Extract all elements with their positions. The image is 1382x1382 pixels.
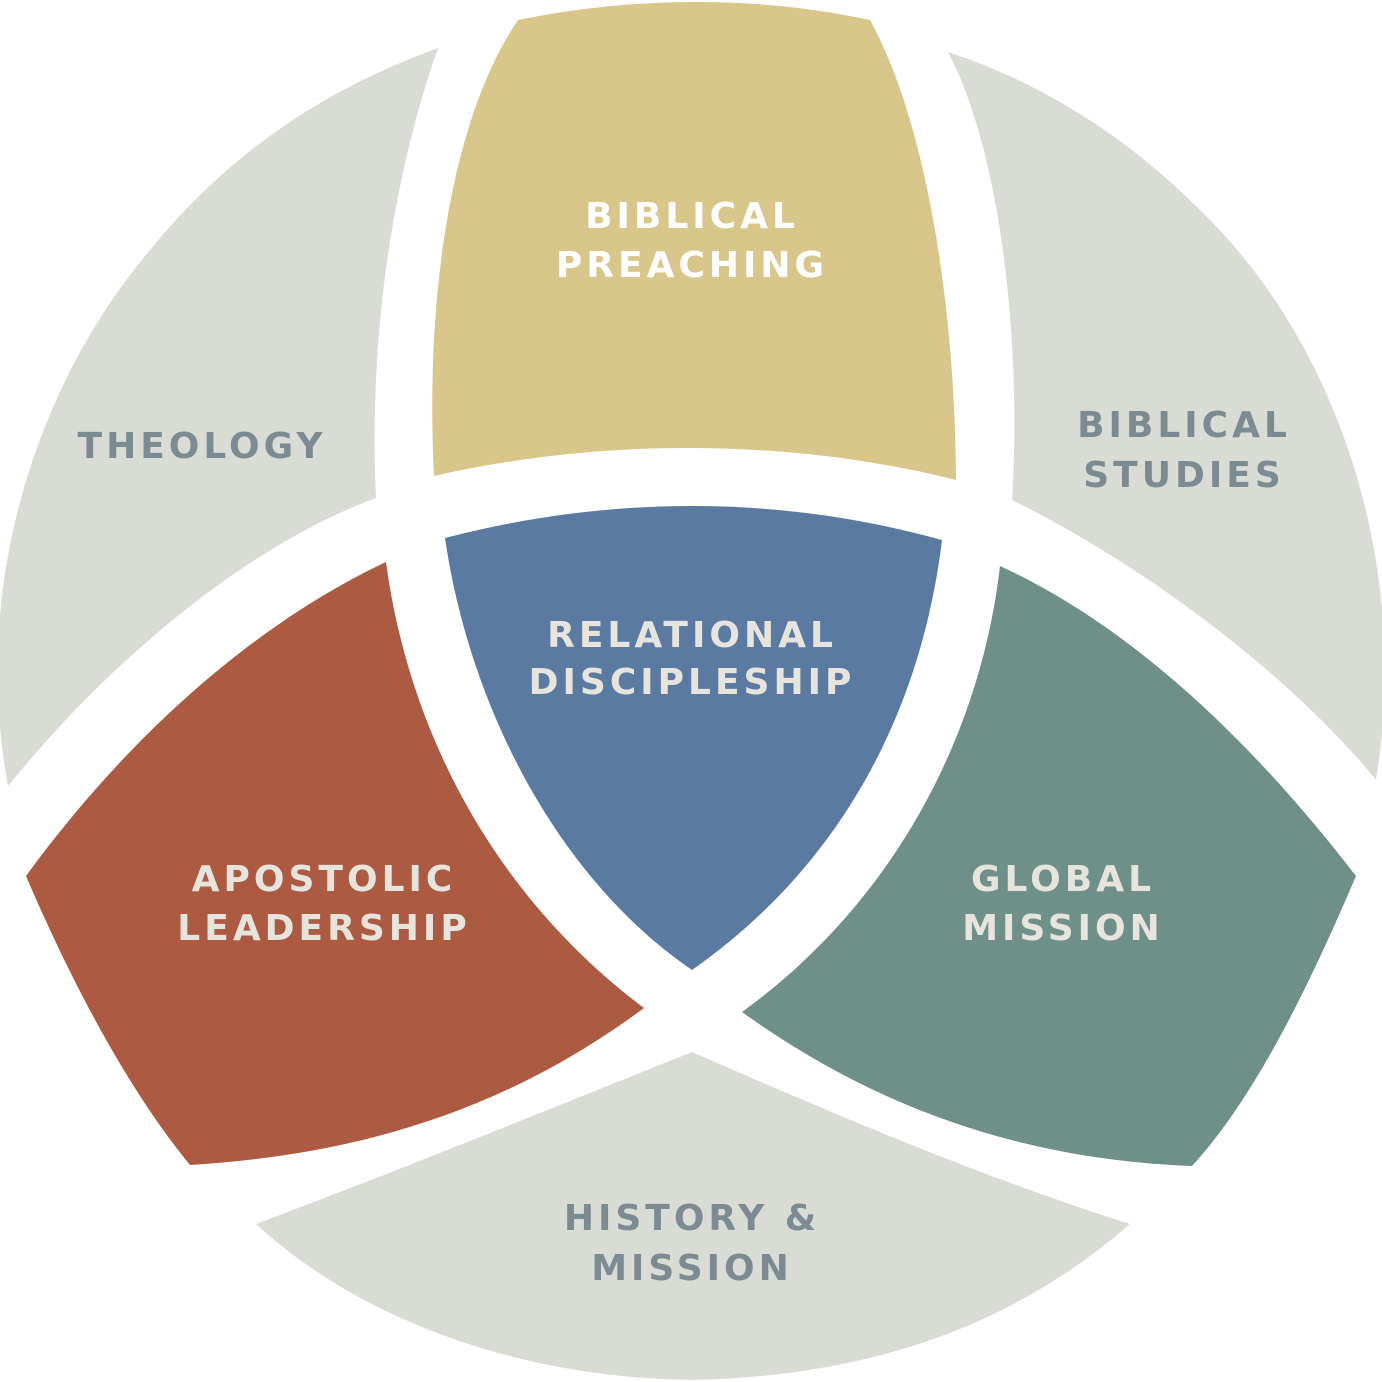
svg-text:HISTORY &: HISTORY & [564, 1198, 820, 1239]
history-mission-segment [256, 1052, 1130, 1380]
theology-segment [0, 48, 438, 786]
svg-text:BIBLICAL: BIBLICAL [1077, 405, 1291, 446]
svg-text:RELATIONAL: RELATIONAL [547, 615, 837, 656]
svg-text:LEADERSHIP: LEADERSHIP [177, 908, 470, 949]
relational-discipleship-label: RELATIONAL DISCIPLESHIP [529, 615, 856, 703]
svg-text:PREACHING: PREACHING [556, 245, 828, 286]
biblical-preaching-segment [432, 2, 956, 480]
biblical-preaching-label: BIBLICAL PREACHING [556, 196, 828, 286]
svg-text:MISSION: MISSION [591, 1248, 793, 1289]
svg-text:APOSTOLIC: APOSTOLIC [192, 859, 457, 900]
biblical-studies-segment [948, 52, 1382, 780]
theology-label: THEOLOGY [78, 426, 327, 467]
apostolic-leadership-segment [26, 562, 644, 1165]
apostolic-leadership-label: APOSTOLIC LEADERSHIP [177, 859, 470, 949]
svg-text:GLOBAL: GLOBAL [971, 859, 1155, 900]
svg-text:DISCIPLESHIP: DISCIPLESHIP [529, 662, 856, 703]
svg-text:STUDIES: STUDIES [1083, 455, 1285, 496]
history-mission-label: HISTORY & MISSION [564, 1198, 820, 1289]
svg-text:THEOLOGY: THEOLOGY [78, 426, 327, 467]
global-mission-label: GLOBAL MISSION [962, 859, 1164, 949]
biblical-studies-label: BIBLICAL STUDIES [1077, 405, 1291, 496]
global-mission-segment [742, 566, 1356, 1166]
relational-discipleship-segment [445, 505, 942, 970]
svg-text:BIBLICAL: BIBLICAL [585, 196, 799, 237]
svg-text:MISSION: MISSION [962, 908, 1164, 949]
